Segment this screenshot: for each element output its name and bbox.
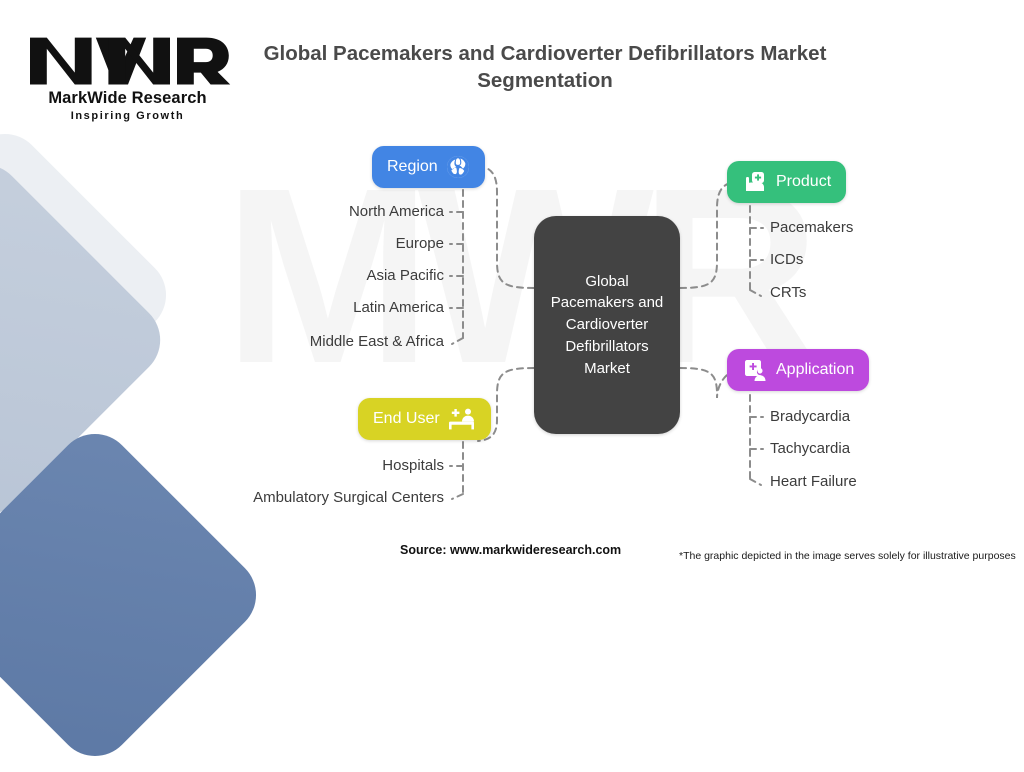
background-shape-dark-blue bbox=[0, 418, 272, 772]
leaf-product-2: CRTs bbox=[770, 284, 807, 301]
leaf-application-0: Bradycardia bbox=[770, 408, 851, 425]
disclaimer-label: *The graphic depicted in the image serve… bbox=[679, 550, 1016, 562]
leaf-region-1: Europe bbox=[395, 235, 444, 252]
medical-device-icon bbox=[746, 172, 764, 191]
branch-badge-application[interactable]: Application bbox=[727, 349, 870, 391]
branch-label-region: Region bbox=[387, 158, 438, 175]
page-title: Global Pacemakers and Cardioverter Defib… bbox=[263, 42, 827, 93]
leaf-enduser-1: Ambulatory Surgical Centers bbox=[253, 489, 444, 506]
leaf-region-3: Latin America bbox=[353, 299, 444, 316]
brand-name: MarkWide Research bbox=[48, 89, 207, 107]
connector-application-stub-2 bbox=[749, 478, 762, 486]
connector-enduser-stub-1 bbox=[451, 493, 464, 500]
branch-badge-product[interactable]: Product bbox=[727, 161, 847, 203]
branch-label-enduser: End User bbox=[373, 410, 440, 427]
leaf-application-2: Heart Failure bbox=[770, 473, 857, 490]
leaf-region-4: Middle East & Africa bbox=[309, 333, 444, 350]
branch-badge-enduser[interactable]: End User bbox=[358, 398, 491, 440]
infographic-canvas: MWR MarkWide Research Inspiring Growth G… bbox=[0, 32, 1016, 772]
source-label: Source: www.markwideresearch.com bbox=[400, 543, 622, 557]
mwr-monogram-icon bbox=[29, 37, 230, 85]
medical-record-person-icon bbox=[745, 360, 766, 381]
connector-center-product bbox=[679, 181, 737, 289]
connector-product-stub-2 bbox=[749, 289, 762, 297]
center-node: Global Pacemakers and Cardioverter Defib… bbox=[534, 216, 680, 434]
leaf-product-0: Pacemakers bbox=[770, 219, 854, 236]
branch-label-product: Product bbox=[776, 173, 832, 190]
center-node-label: Global Pacemakers and Cardioverter Defib… bbox=[550, 272, 664, 377]
leaf-region-2: Asia Pacific bbox=[366, 267, 444, 284]
branch-badge-region[interactable]: Region bbox=[372, 146, 485, 188]
globe-icon bbox=[446, 156, 469, 178]
patient-bed-icon bbox=[448, 408, 474, 430]
leaf-region-0: North America bbox=[348, 203, 444, 220]
leaf-enduser-0: Hospitals bbox=[382, 457, 444, 474]
branch-label-application: Application bbox=[776, 361, 855, 378]
brand-logo: MarkWide Research Inspiring Growth bbox=[20, 32, 235, 122]
brand-tagline: Inspiring Growth bbox=[70, 110, 185, 122]
connector-region-stub-4 bbox=[451, 337, 464, 345]
leaf-application-1: Tachycardia bbox=[770, 440, 851, 457]
leaf-product-1: ICDs bbox=[770, 251, 804, 268]
connector-center-region bbox=[477, 165, 535, 289]
